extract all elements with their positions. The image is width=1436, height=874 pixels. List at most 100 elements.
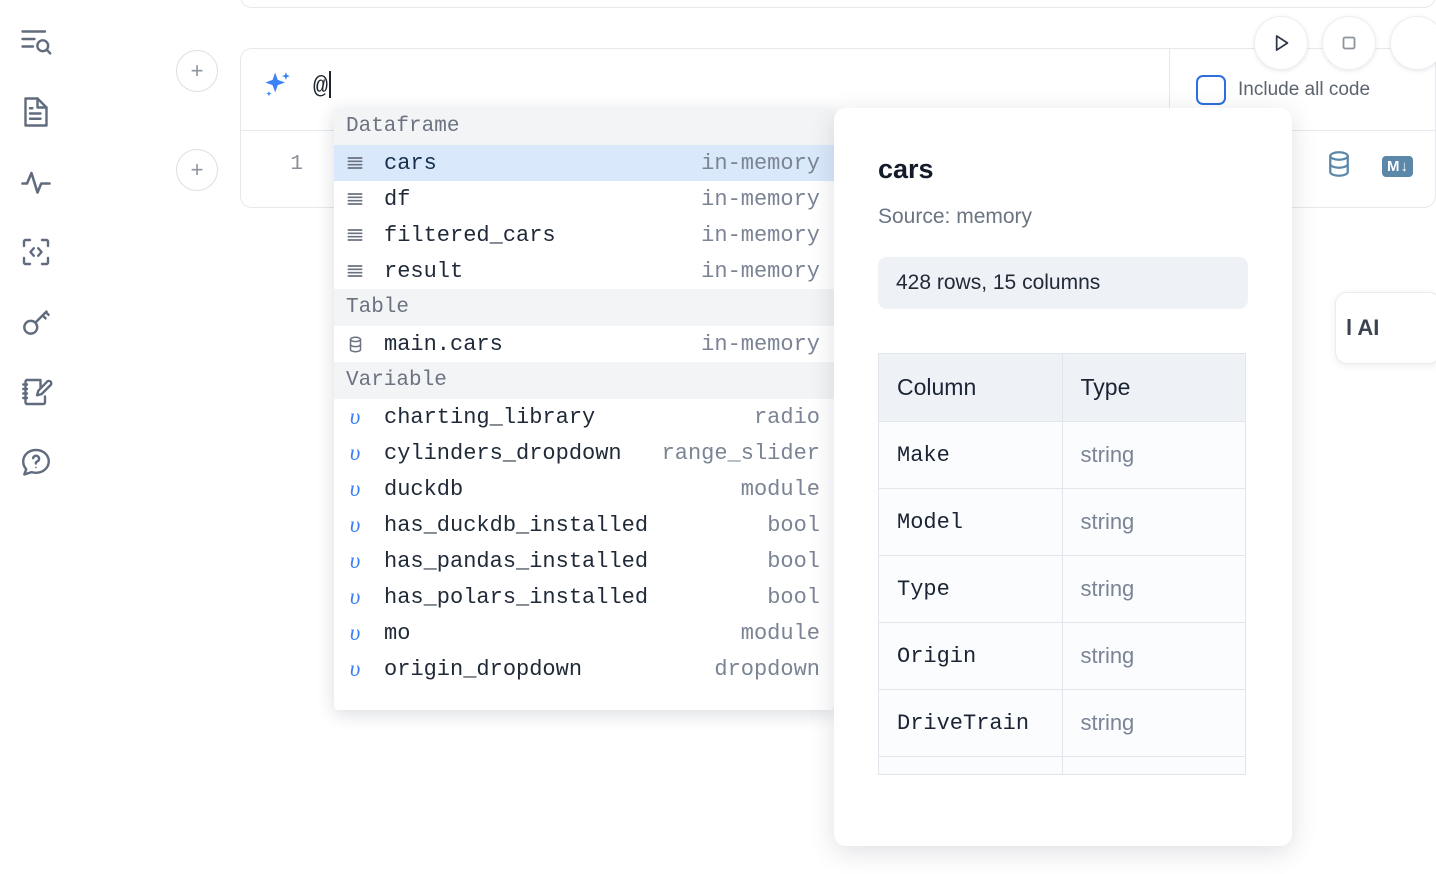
- autocomplete-item-mo[interactable]: υ mo module: [334, 615, 834, 651]
- autocomplete-item-name: filtered_cars: [384, 222, 556, 248]
- autocomplete-item-name: result: [384, 258, 464, 284]
- activity-icon[interactable]: [12, 158, 60, 206]
- ai-prompt-input[interactable]: @: [313, 71, 332, 101]
- notepad-pencil-icon[interactable]: [12, 368, 60, 416]
- autocomplete-item-type: bool: [767, 548, 820, 574]
- autocomplete-item-filtered-cars[interactable]: filtered_cars in-memory: [334, 217, 834, 253]
- sparkle-icon: [261, 69, 295, 103]
- table-row: Model string: [878, 488, 1246, 556]
- ai-button-partial[interactable]: l AI: [1335, 292, 1436, 364]
- markdown-icon[interactable]: M↓: [1382, 156, 1413, 177]
- autocomplete-item-name: origin_dropdown: [384, 656, 583, 682]
- variable-icon: υ: [349, 620, 361, 645]
- variable-icon: υ: [349, 476, 361, 501]
- autocomplete-item-type: in-memory: [701, 331, 820, 357]
- autocomplete-section-variable: Variable: [334, 362, 834, 399]
- autocomplete-item-result[interactable]: result in-memory: [334, 253, 834, 289]
- autocomplete-section-table: Table: [334, 289, 834, 326]
- autocomplete-item-name: charting_library: [384, 404, 596, 430]
- autocomplete-item-origin-dropdown[interactable]: υ origin_dropdown dropdown: [334, 651, 834, 687]
- cell-action-buttons: [1254, 16, 1436, 70]
- table-db-icon: [334, 335, 376, 354]
- search-outline-icon[interactable]: [12, 18, 60, 66]
- autocomplete-item-has-polars-installed[interactable]: υ has_polars_installed bool: [334, 579, 834, 615]
- autocomplete-item-name: cars: [384, 150, 437, 176]
- cell-above-clipped: [240, 0, 1436, 8]
- add-cell-button-above[interactable]: +: [176, 50, 218, 92]
- column-header-column: Column: [878, 353, 1063, 422]
- cell-clipped: [1062, 756, 1246, 775]
- file-text-icon[interactable]: [12, 88, 60, 136]
- autocomplete-item-type: in-memory: [701, 186, 820, 212]
- markdown-arrow: ↓: [1400, 158, 1409, 175]
- autocomplete-item-name: main.cars: [384, 331, 503, 357]
- autocomplete-item-name: duckdb: [384, 476, 464, 502]
- ai-prompt-value: @: [313, 72, 329, 101]
- run-button[interactable]: [1254, 16, 1308, 70]
- line-number: 1: [290, 153, 303, 176]
- include-all-code-group: Include all code: [1169, 49, 1435, 131]
- ai-button-label: l AI: [1346, 315, 1380, 340]
- autocomplete-item-type: in-memory: [701, 150, 820, 176]
- autocomplete-list: Dataframe cars in-memory df in-memory: [334, 108, 834, 710]
- table-header-row: Column Type: [878, 353, 1246, 422]
- stop-button[interactable]: [1322, 16, 1376, 70]
- autocomplete-item-name: df: [384, 186, 411, 212]
- autocomplete-item-name: mo: [384, 620, 411, 646]
- cell-column-name: Type: [878, 555, 1063, 623]
- autocomplete-item-type: bool: [767, 512, 820, 538]
- cell-column-name: Make: [878, 421, 1063, 489]
- autocomplete-item-type: bool: [767, 584, 820, 610]
- help-chat-icon[interactable]: [12, 438, 60, 486]
- cell-column-type: string: [1062, 622, 1246, 690]
- autocomplete-item-cars[interactable]: cars in-memory: [334, 145, 834, 181]
- autocomplete-item-charting-library[interactable]: υ charting_library radio: [334, 399, 834, 435]
- autocomplete-dropdown[interactable]: Dataframe cars in-memory df in-memory: [334, 108, 834, 710]
- column-header-type: Type: [1062, 353, 1246, 422]
- variable-icon: υ: [349, 440, 361, 465]
- autocomplete-variable-items: υ charting_library radio υ cylinders_dro…: [334, 399, 834, 710]
- cell-column-type: string: [1062, 555, 1246, 623]
- add-cell-button-below[interactable]: +: [176, 149, 218, 191]
- autocomplete-item-cylinders-dropdown[interactable]: υ cylinders_dropdown range_slider: [334, 435, 834, 471]
- dataframe-icon: [334, 225, 376, 245]
- autocomplete-item-name: cylinders_dropdown: [384, 440, 622, 466]
- table-row: Make string: [878, 421, 1246, 489]
- preview-schema-table: Column Type Make string Model string Typ…: [878, 353, 1246, 775]
- table-row: Origin string: [878, 622, 1246, 690]
- preview-shape-badge: 428 rows, 15 columns: [878, 257, 1248, 309]
- markdown-letter: M: [1387, 158, 1400, 175]
- variable-icon: υ: [349, 656, 361, 681]
- autocomplete-item-name: has_polars_installed: [384, 584, 649, 610]
- autocomplete-item-type: in-memory: [701, 222, 820, 248]
- database-icon[interactable]: [1324, 149, 1354, 184]
- autocomplete-item-type: radio: [753, 404, 820, 430]
- preview-title: cars: [878, 154, 934, 184]
- include-all-code-checkbox[interactable]: [1196, 75, 1226, 105]
- preview-content: cars Source: memory 428 rows, 15 columns…: [834, 108, 1292, 775]
- more-button[interactable]: [1390, 16, 1436, 70]
- table-row: Type string: [878, 555, 1246, 623]
- autocomplete-item-df[interactable]: df in-memory: [334, 181, 834, 217]
- autocomplete-item-name: has_pandas_installed: [384, 548, 649, 574]
- cell-column-type: string: [1062, 689, 1246, 757]
- autocomplete-item-clipped[interactable]: [334, 687, 834, 710]
- include-all-code-label: Include all code: [1238, 79, 1371, 100]
- autocomplete-item-type: module: [740, 476, 820, 502]
- variable-icon: υ: [349, 512, 361, 537]
- autocomplete-item-has-duckdb-installed[interactable]: υ has_duckdb_installed bool: [334, 507, 834, 543]
- code-brackets-icon[interactable]: [12, 228, 60, 276]
- cell-column-type: string: [1062, 488, 1246, 556]
- cell-icon-group: M↓: [1324, 149, 1413, 184]
- autocomplete-item-duckdb[interactable]: υ duckdb module: [334, 471, 834, 507]
- cell-column-type: string: [1062, 421, 1246, 489]
- key-icon[interactable]: [12, 298, 60, 346]
- dataframe-preview-panel: cars Source: memory 428 rows, 15 columns…: [834, 108, 1292, 846]
- text-caret: [329, 71, 332, 98]
- cell-clipped: [878, 756, 1063, 775]
- ai-prompt-input-wrap[interactable]: @: [241, 49, 1001, 103]
- autocomplete-item-main-cars[interactable]: main.cars in-memory: [334, 326, 834, 362]
- autocomplete-item-type: module: [740, 620, 820, 646]
- autocomplete-item-has-pandas-installed[interactable]: υ has_pandas_installed bool: [334, 543, 834, 579]
